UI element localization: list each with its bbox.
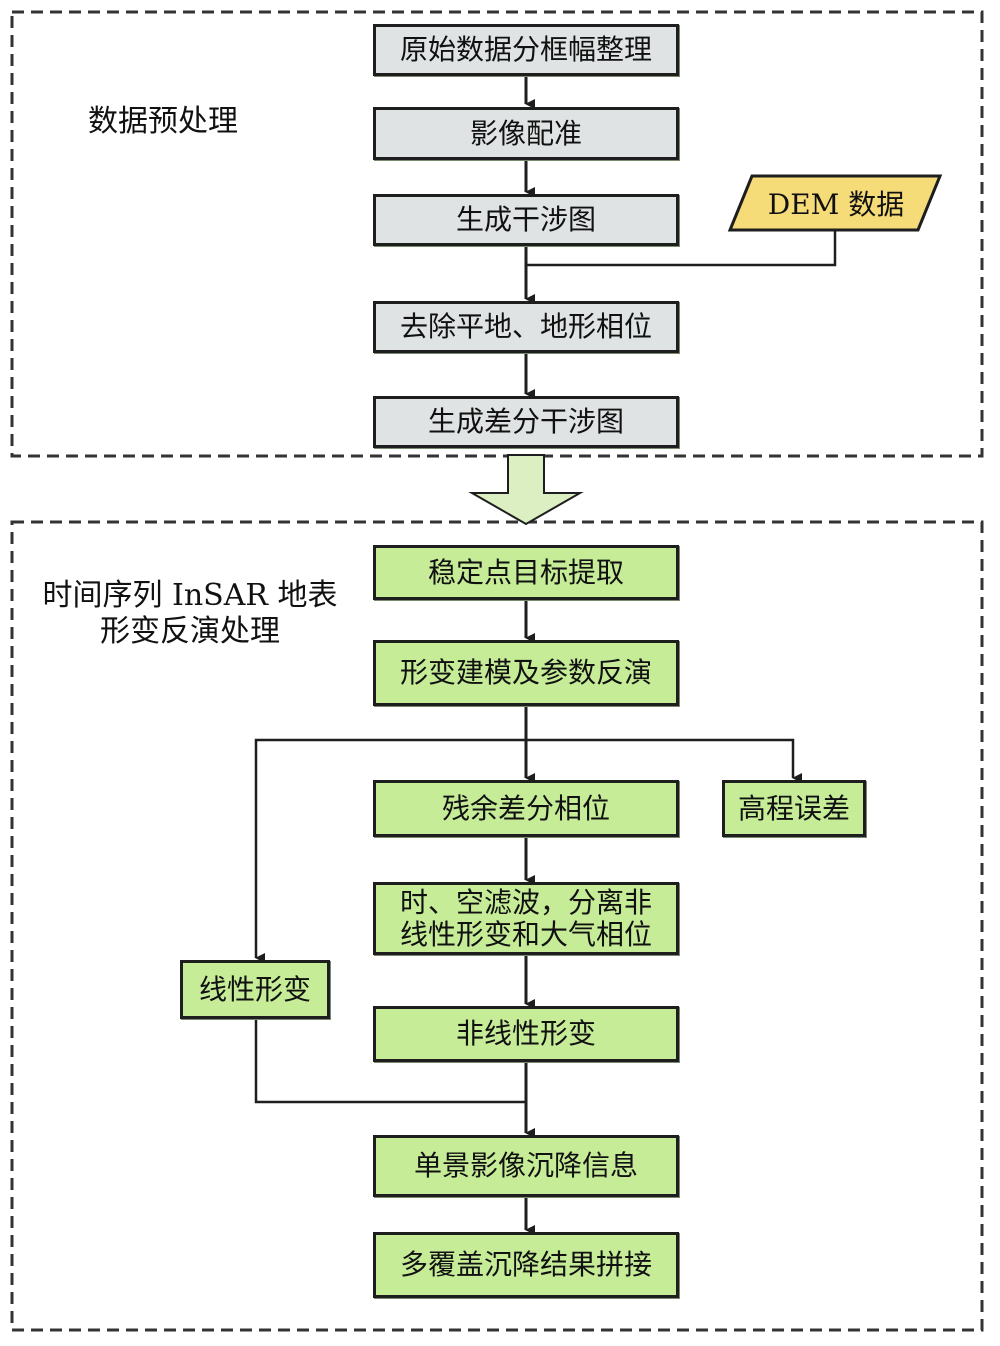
- insar-label-line2: 形变反演处理: [100, 614, 280, 649]
- node-mosaic: 多覆盖沉降结果拼接: [373, 1232, 679, 1298]
- node-stable-points: 稳定点目标提取: [373, 545, 679, 600]
- preprocess-section-border: [10, 10, 984, 458]
- line-linear-to-merge: [254, 1019, 526, 1104]
- arrow-modeling-to-elevation: [526, 738, 802, 783]
- filtering-line1: 时、空滤波，分离非: [399, 885, 652, 919]
- line-dem-to-main: [526, 230, 837, 267]
- node-linear-deformation: 线性形变: [180, 960, 330, 1019]
- node-filtering: 时、空滤波，分离非 线性形变和大气相位: [373, 882, 679, 955]
- arrow-modeling-to-linear: [254, 738, 526, 963]
- node-remove-phase: 去除平地、地形相位: [373, 301, 679, 353]
- node-nonlinear-deformation: 非线性形变: [373, 1006, 679, 1062]
- preprocess-section-label: 数据预处理: [88, 104, 238, 139]
- insar-label-line1: 时间序列 InSAR 地表: [42, 578, 338, 613]
- node-registration: 影像配准: [373, 107, 679, 160]
- node-dem-data: DEM 数据: [767, 188, 905, 221]
- node-modeling: 形变建模及参数反演: [373, 640, 679, 706]
- section-transition-arrow: [468, 454, 584, 526]
- node-raw-data: 原始数据分框幅整理: [373, 24, 679, 76]
- node-residual-phase: 残余差分相位: [373, 780, 679, 837]
- node-diff-interferogram: 生成差分干涉图: [373, 396, 679, 448]
- insar-section-label: 时间序列 InSAR 地表 形变反演处理: [30, 578, 350, 650]
- node-single-scene: 单景影像沉降信息: [373, 1135, 679, 1197]
- insar-section-border: [10, 520, 984, 1332]
- filtering-line2: 线性形变和大气相位: [399, 917, 652, 951]
- node-elevation-error: 高程误差: [722, 780, 866, 837]
- dem-data-shape: [727, 174, 943, 232]
- node-interferogram: 生成干涉图: [373, 194, 679, 246]
